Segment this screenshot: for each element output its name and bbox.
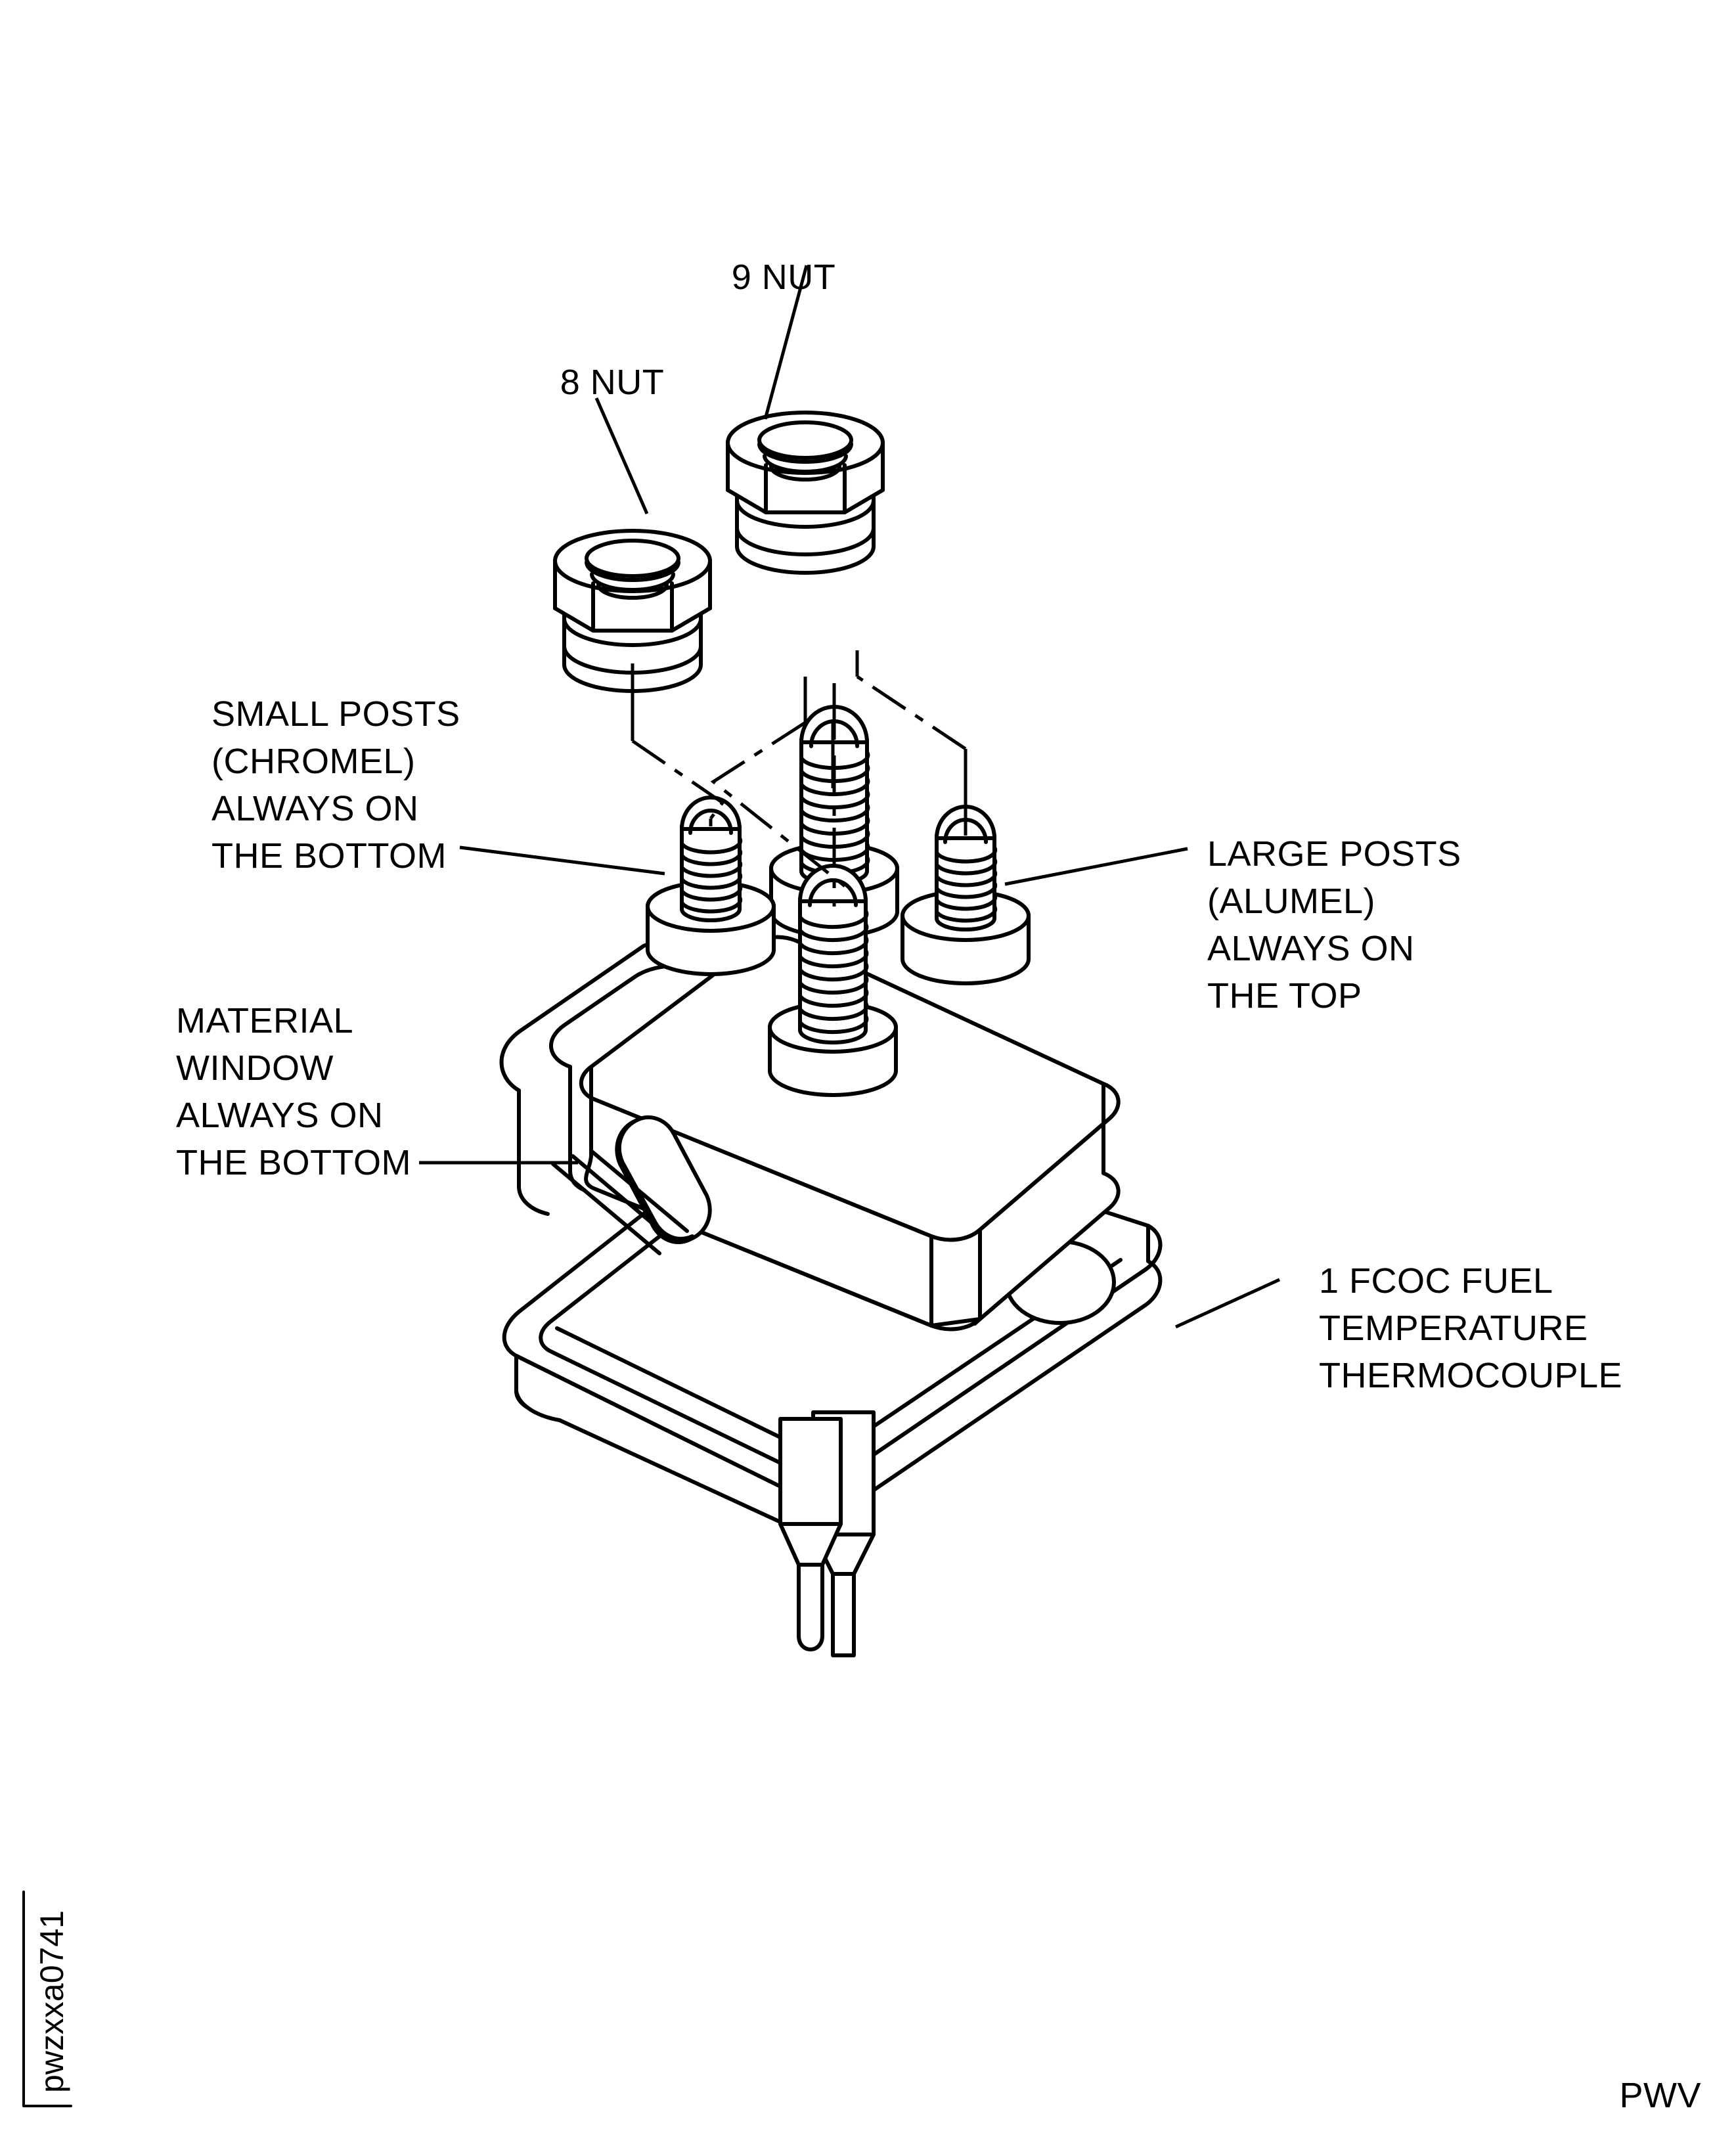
callout-small-posts-line-3: ALWAYS ON [211,789,419,828]
callout-small-posts-line-2: (CHROMEL) [211,742,416,781]
leader-large-posts [1004,847,1188,886]
callout-material-window: MATERIAL WINDOW ALWAYS ON THE BOTTOM [176,1001,411,1182]
nut-9 [728,413,883,573]
probe-tubes [778,1410,876,1657]
leader-thermocouple [1174,1278,1281,1329]
callout-small-posts-line-4: THE BOTTOM [211,836,447,876]
callout-material-window-line-4: THE BOTTOM [176,1143,411,1182]
callout-thermocouple-line-3: THERMOCOUPLE [1319,1356,1622,1395]
corner-code-text: PWV [1619,2076,1701,2115]
callout-large-posts-line-3: ALWAYS ON [1207,929,1415,968]
callout-large-posts-line-4: THE TOP [1207,976,1362,1016]
leader-small-posts [459,845,665,876]
figure-id-corner-bracket [22,1891,72,2107]
leader-9-nut [763,265,809,420]
callout-thermocouple: 1 FCOC FUEL TEMPERATURE THERMOCOUPLE [1319,1261,1622,1395]
callout-thermocouple-line-2: TEMPERATURE [1319,1309,1588,1348]
callout-small-posts: SMALL POSTS (CHROMEL) ALWAYS ON THE BOTT… [211,694,460,876]
material-window [615,1115,712,1245]
callout-large-posts-line-1: LARGE POSTS [1207,834,1461,874]
callout-thermocouple-line-1: 1 FCOC FUEL [1319,1261,1553,1301]
assembly-path-nut-8 [631,663,725,826]
callout-material-window-line-2: WINDOW [176,1048,334,1088]
assembly-path-right-post [855,650,968,836]
callout-large-posts: LARGE POSTS (ALUMEL) ALWAYS ON THE TOP [1207,834,1461,1016]
leader-8-nut [594,397,649,515]
callout-small-posts-line-1: SMALL POSTS [211,694,460,734]
callout-material-window-line-3: ALWAYS ON [176,1096,384,1135]
callout-large-posts-line-2: (ALUMEL) [1207,882,1375,921]
figure-id-block: pwzxxa0741 [22,1891,72,2107]
callout-9-nut-text: 9 NUT [732,258,836,297]
callout-8-nut-text: 8 NUT [560,363,665,402]
callout-material-window-line-1: MATERIAL [176,1001,353,1041]
figure-id-text: pwzxxa0741 [33,1910,70,2093]
